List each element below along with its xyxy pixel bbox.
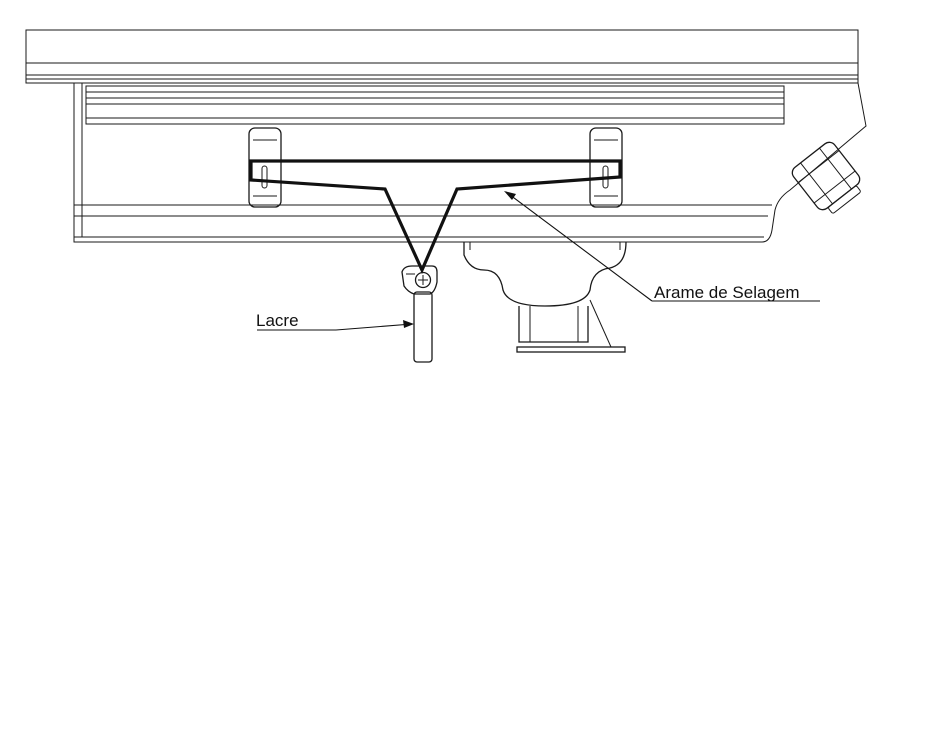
mounting-foot xyxy=(463,241,627,353)
inner-rail xyxy=(85,85,785,125)
housing-body xyxy=(73,82,867,243)
sealing-wire xyxy=(249,159,622,274)
label-arame-de-selagem: Arame de Selagem xyxy=(654,283,800,302)
right-seal-lug xyxy=(589,127,623,208)
left-seal-lug xyxy=(248,127,282,208)
leader-arame xyxy=(504,191,820,302)
leader-lacre xyxy=(257,320,414,331)
cable-gland xyxy=(791,141,861,214)
label-lacre: Lacre xyxy=(256,311,299,330)
lead-seal xyxy=(401,265,438,363)
top-cover xyxy=(25,29,859,84)
